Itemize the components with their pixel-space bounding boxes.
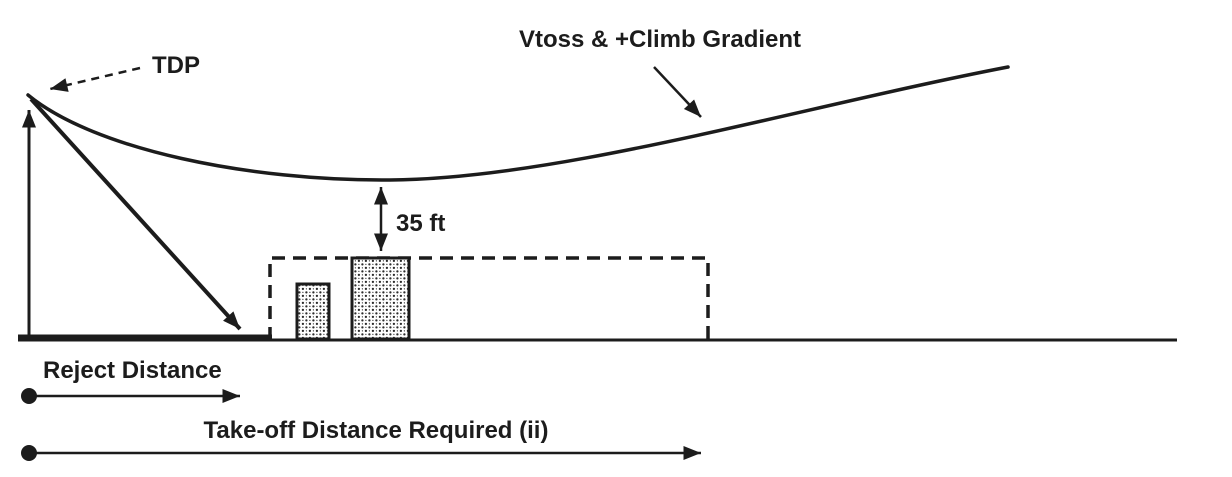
obstacle-small: [295, 282, 331, 341]
tdp-label: TDP: [152, 52, 200, 79]
flight-path-curve: [26, 65, 1010, 182]
obstacle-clearance-dashed-box: [268, 256, 710, 340]
reject-distance-label: Reject Distance: [43, 357, 222, 384]
tdp-leader-arrow: [49, 66, 141, 92]
reject-path-arrow: [29, 97, 242, 331]
climb-gradient-label: Vtoss & +Climb Gradient: [519, 26, 801, 53]
takeoff-distance-label: Take-off Distance Required (ii): [204, 417, 549, 444]
obstacle-tall: [350, 256, 411, 341]
clearance-height-label: 35 ft: [396, 210, 445, 237]
climb-gradient-pointer-arrow: [653, 66, 702, 118]
